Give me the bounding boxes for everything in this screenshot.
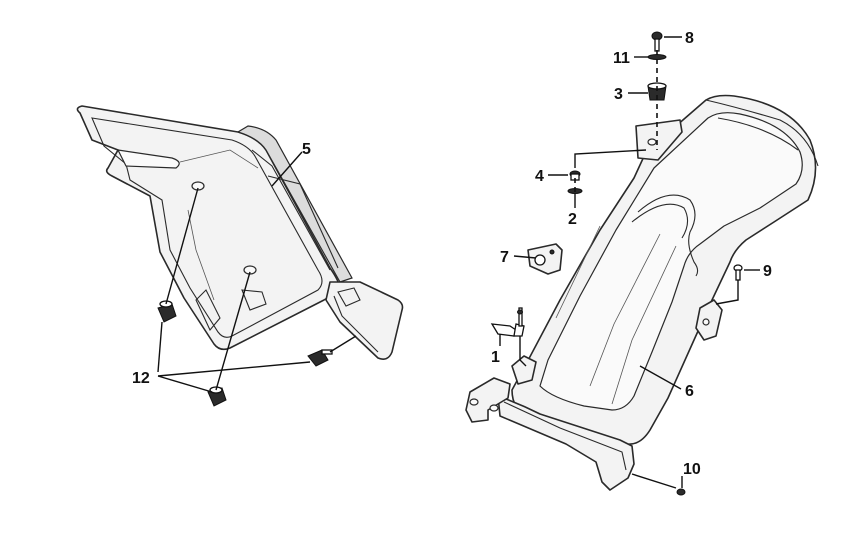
callout-8: 8 (685, 30, 694, 47)
screw-part-8 (651, 31, 663, 52)
bolt-part-12-upper (157, 300, 177, 323)
grommet-part-3 (647, 82, 667, 101)
axis-line-part-12-upper (165, 187, 199, 305)
screw-part-10 (676, 488, 686, 496)
side-panel-part-5 (76, 105, 404, 360)
clip-part-7 (527, 243, 563, 275)
callout-1: 1 (491, 349, 500, 366)
bolt-part-12-side (307, 349, 333, 367)
callout-12: 12 (132, 370, 150, 387)
leader-line-7 (513, 255, 537, 259)
leader-line-12-c (157, 361, 311, 377)
callout-10: 10 (683, 461, 701, 478)
washer-part-11 (647, 54, 667, 60)
clip-part-1 (490, 307, 525, 337)
mount-line-part-1 (519, 336, 527, 367)
callout-4: 4 (535, 168, 544, 185)
callout-3: 3 (614, 86, 623, 103)
leader-line-12-a (157, 321, 163, 373)
callout-5: 5 (302, 141, 311, 158)
callout-7: 7 (500, 249, 509, 266)
mount-line-part-4 (574, 149, 647, 168)
callout-2: 2 (568, 211, 577, 228)
callout-9: 9 (763, 263, 772, 280)
bolt-part-12-lower (207, 386, 227, 407)
leader-line-6 (639, 365, 682, 390)
collar-part-4 (569, 170, 581, 181)
callout-6: 6 (685, 383, 694, 400)
leader-line-5 (271, 151, 303, 187)
mount-line-part-9 (715, 280, 739, 305)
callout-11: 11 (613, 50, 630, 67)
axis-line-part-12-side (329, 335, 357, 353)
leader-line-12-b (157, 375, 213, 393)
front-fender-part-6 (465, 94, 819, 491)
bolt-part-9 (733, 264, 743, 281)
mount-line-part-10 (631, 473, 677, 489)
